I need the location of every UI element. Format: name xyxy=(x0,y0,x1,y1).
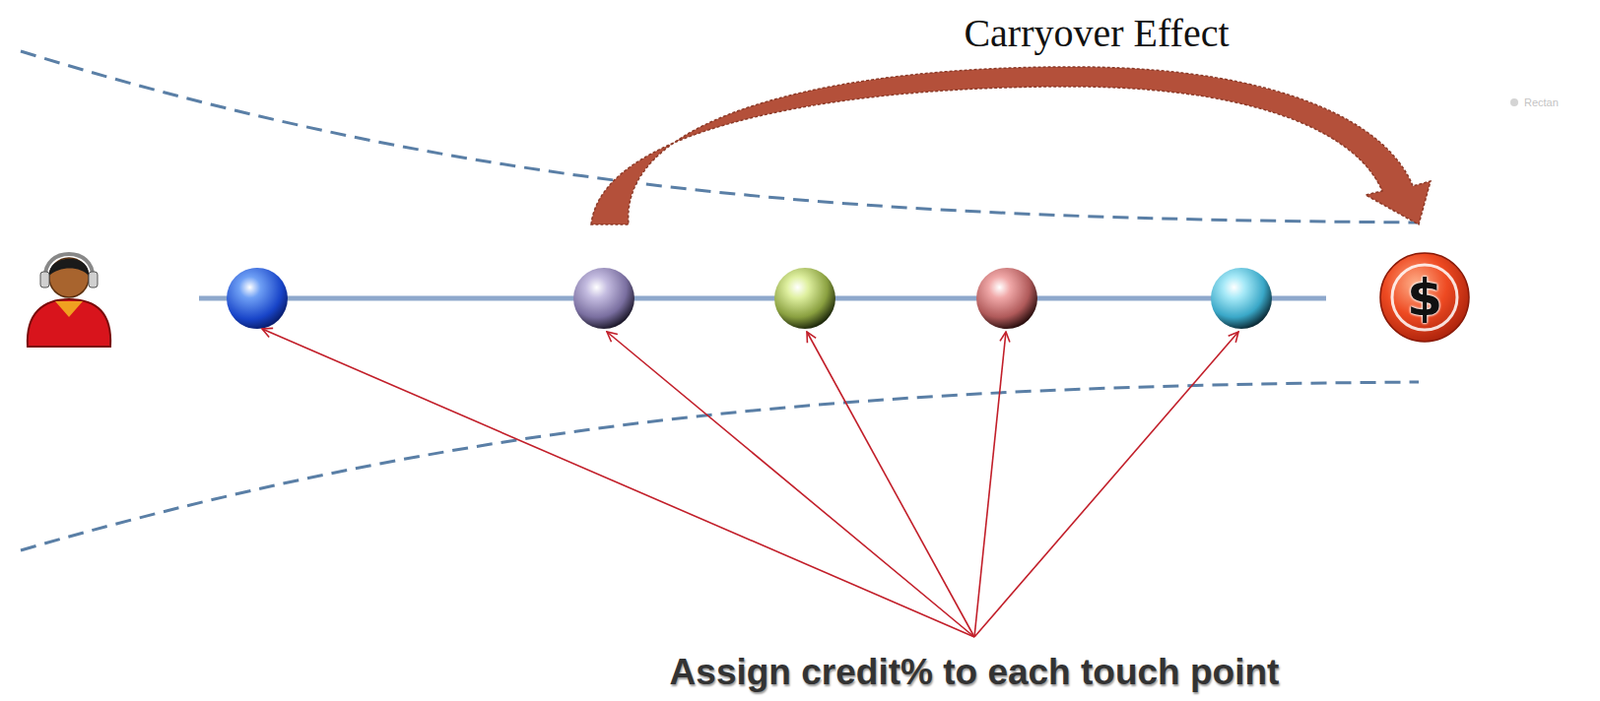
artifact-text: Rectan xyxy=(1524,96,1559,109)
touch-point xyxy=(573,267,635,330)
customer-icon xyxy=(27,254,111,347)
touch-point xyxy=(1210,267,1272,330)
effect-title: Carryover Effect xyxy=(963,9,1229,57)
carryover-arrow xyxy=(591,66,1431,225)
touch-point xyxy=(976,267,1038,330)
currency-symbol: $ xyxy=(1406,267,1443,328)
credit-caption: Assign credit% to each touch point xyxy=(669,652,1280,694)
timeline xyxy=(199,296,1327,302)
leader-arrows xyxy=(262,329,1239,638)
funnel-line xyxy=(20,382,1419,551)
conversion-coin xyxy=(1380,253,1469,342)
artifact-dot xyxy=(1510,98,1519,107)
touch-point xyxy=(226,267,288,330)
touch-point xyxy=(774,267,836,330)
